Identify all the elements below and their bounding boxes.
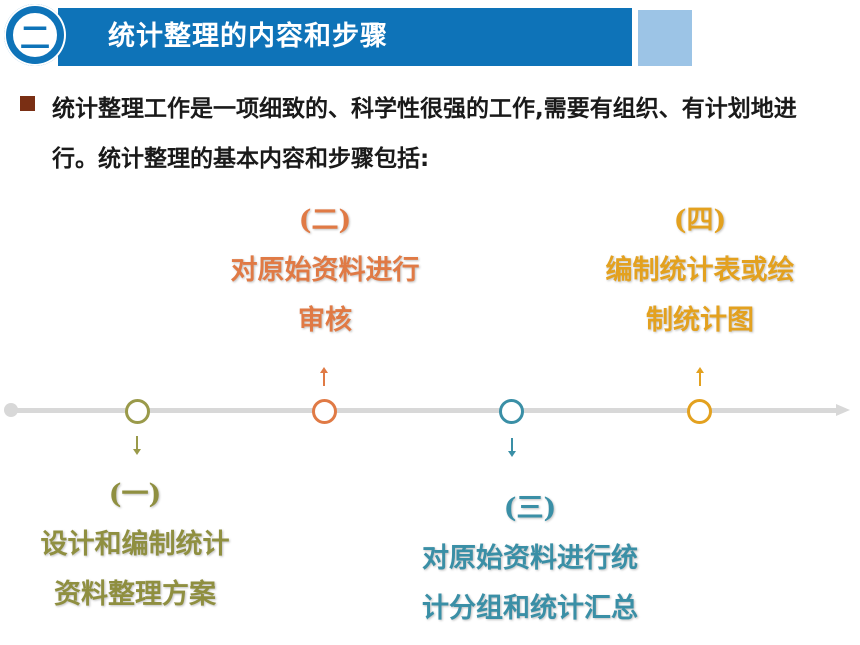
step-1-line1: 设计和编制统计 — [40, 529, 230, 560]
timeline-node-3 — [499, 399, 524, 424]
square-bullet-icon — [20, 96, 35, 111]
step-4-line2: 制统计图 — [646, 305, 754, 336]
arrow-down-icon — [508, 438, 516, 457]
section-number: 二 — [11, 11, 59, 59]
step-1-label: (一) 设计和编制统计 资料整理方案 — [10, 470, 260, 620]
step-3-line2: 计分组和统计汇总 — [422, 593, 638, 624]
intro-paragraph: 统计整理工作是一项细致的、科学性很强的工作,需要有组织、有计划地进行。统计整理的… — [52, 96, 797, 172]
timeline-arrow-icon — [836, 404, 850, 416]
step-4-number: (四) — [673, 205, 727, 236]
arrow-down-icon — [133, 436, 141, 455]
timeline-node-4 — [687, 399, 712, 424]
slide-title: 统计整理的内容和步骤 — [108, 21, 388, 52]
timeline-node-1 — [125, 399, 150, 424]
timeline-line — [12, 408, 838, 413]
step-2-number: (二) — [298, 205, 352, 236]
step-2-label: (二) 对原始资料进行 审核 — [190, 196, 460, 346]
step-2-line1: 对原始资料进行 — [230, 255, 420, 286]
section-number-badge: 二 — [4, 4, 66, 66]
step-3-line1: 对原始资料进行统 — [422, 543, 638, 574]
step-1-line2: 资料整理方案 — [54, 579, 216, 610]
step-2-line2: 审核 — [298, 305, 352, 336]
header-accent-block — [638, 10, 692, 66]
step-1-number: (一) — [108, 479, 162, 510]
arrow-up-icon — [320, 367, 328, 386]
timeline-node-2 — [312, 399, 337, 424]
step-4-label: (四) 编制统计表或绘 制统计图 — [565, 196, 835, 346]
step-3-label: (三) 对原始资料进行统 计分组和统计汇总 — [380, 484, 680, 634]
step-3-number: (三) — [503, 493, 557, 524]
arrow-up-icon — [696, 367, 704, 386]
header-banner — [58, 8, 632, 66]
step-4-line1: 编制统计表或绘 — [605, 255, 795, 286]
timeline-start-dot — [4, 403, 18, 417]
